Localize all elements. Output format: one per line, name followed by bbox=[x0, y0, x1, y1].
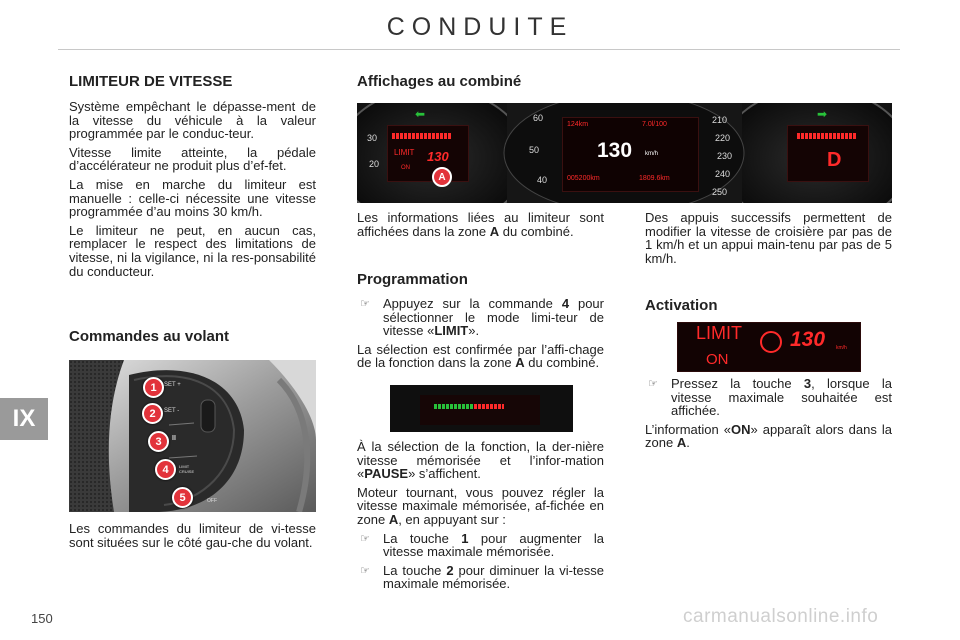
page-title: CONDUITE bbox=[386, 13, 574, 41]
display-on-label: ON bbox=[706, 351, 729, 368]
list-item: ☞ Appuyez sur la commande 4 pour sélecti… bbox=[360, 296, 604, 339]
page-number: 150 bbox=[31, 611, 53, 626]
programming-details: À la sélection de la fonction, la der-ni… bbox=[357, 439, 605, 592]
programming-text: ☞ Appuyez sur la commande 4 pour sélecti… bbox=[357, 296, 604, 371]
paragraph: Vitesse limite atteinte, la pédale d’acc… bbox=[69, 144, 316, 174]
center-speed-unit: km/h bbox=[645, 151, 659, 157]
green-level-bar bbox=[434, 404, 474, 409]
center-display bbox=[562, 117, 699, 192]
paragraph: La mise en marche du limiteur est manuel… bbox=[69, 176, 316, 220]
marker-3: 3 bbox=[148, 431, 169, 452]
trip-meter: 1809.6km bbox=[639, 175, 670, 182]
speed-tick: 210 bbox=[712, 115, 728, 125]
activation-text: ☞ Pressez la touche 3, lorsque la vitess… bbox=[645, 376, 893, 451]
pointing-finger-icon: ☞ bbox=[648, 377, 658, 390]
limit-on-display-image: LIMIT ON 130 km/h bbox=[677, 322, 861, 372]
section-heading-programming: Programmation bbox=[357, 271, 468, 288]
set-minus-label: SET - bbox=[164, 408, 180, 414]
section-heading-dashboard: Affichages au combiné bbox=[357, 73, 522, 90]
dashboard-info-paragraph: Les informations liées au limiteur sont … bbox=[357, 210, 604, 239]
speed-tick: 220 bbox=[715, 133, 731, 143]
speed-tick: 250 bbox=[712, 187, 728, 197]
odometer: 005200km bbox=[567, 175, 600, 182]
display-limit-label: LIMIT bbox=[696, 323, 743, 343]
pointing-finger-icon: ☞ bbox=[360, 531, 370, 545]
header-divider bbox=[58, 49, 900, 50]
display-unit: km/h bbox=[836, 345, 847, 351]
instrument-cluster-image: ⬅ LIMIT 130 ON A 20 30 60 50 40 124km 7.… bbox=[357, 103, 892, 203]
temp-bar bbox=[797, 133, 857, 139]
trip-range: 124km bbox=[567, 121, 589, 128]
paragraph: Système empêchant le dépasse-ment de la … bbox=[69, 99, 316, 142]
chapter-tab: IX bbox=[0, 398, 48, 440]
marker-4: 4 bbox=[155, 459, 176, 480]
zone-a-marker: A bbox=[432, 167, 452, 187]
pause-label: II bbox=[172, 435, 176, 442]
steering-wheel-image: SET + SET - II LIMIT CRUISE OFF 1 2 3 4 … bbox=[69, 360, 316, 512]
list-item: ☞ Pressez la touche 3, lorsque la vitess… bbox=[648, 376, 893, 419]
display-screen bbox=[420, 395, 540, 425]
limit-speed: 130 bbox=[427, 149, 449, 164]
marker-2: 2 bbox=[142, 403, 163, 424]
fuel-consumption: 7.0l/100 bbox=[642, 121, 667, 128]
display-speed: 130 bbox=[790, 328, 826, 351]
paragraph: Le limiteur ne peut, en aucun cas, rempl… bbox=[69, 222, 316, 279]
tach-tick: 30 bbox=[367, 133, 378, 143]
fuel-bar bbox=[392, 133, 452, 139]
marker-5: 5 bbox=[172, 487, 193, 508]
marker-1: 1 bbox=[143, 377, 164, 398]
speed-tick: 240 bbox=[715, 169, 731, 179]
right-arrow-icon: ➡ bbox=[817, 107, 828, 121]
pointing-finger-icon: ☞ bbox=[360, 563, 370, 577]
tach-tick: 20 bbox=[369, 159, 380, 169]
left-arrow-icon: ⬅ bbox=[415, 107, 426, 121]
speedometer-icon bbox=[760, 331, 782, 353]
on-indicator: ON bbox=[401, 165, 410, 171]
speedo-tick: 60 bbox=[533, 113, 544, 123]
speedo-tick: 50 bbox=[529, 145, 540, 155]
speed-tick: 230 bbox=[717, 151, 733, 161]
list-item: ☞ La touche 2 pour diminuer la vi-tesse … bbox=[360, 562, 604, 592]
speedo-tick: 40 bbox=[537, 175, 548, 185]
step-adjust-paragraph: Des appuis successifs permettent de modi… bbox=[645, 210, 892, 266]
center-speed: 130 bbox=[597, 139, 633, 162]
section-heading-wheel-controls: Commandes au volant bbox=[69, 328, 230, 345]
off-label: OFF bbox=[207, 498, 217, 504]
speed-limiter-intro: Système empêchant le dépasse-ment de la … bbox=[69, 100, 316, 283]
section-heading-activation: Activation bbox=[645, 297, 718, 314]
section-heading-speed-limiter: LIMITEUR DE VITESSE bbox=[69, 73, 233, 90]
limit-cruise-label: LIMIT CRUISE bbox=[179, 464, 195, 474]
watermark: carmanualsonline.info bbox=[683, 606, 879, 627]
wheel-controls-caption: Les commandes du limiteur de vi-tesse so… bbox=[69, 521, 316, 550]
limit-indicator: LIMIT bbox=[394, 148, 415, 157]
list-item: ☞ La touche 1 pour augmenter la vitesse … bbox=[360, 530, 605, 560]
red-level-bar bbox=[474, 404, 504, 409]
limit-pause-display-image bbox=[390, 385, 573, 432]
pointing-finger-icon: ☞ bbox=[360, 297, 370, 310]
gear-indicator: D bbox=[827, 149, 842, 171]
set-plus-label: SET + bbox=[164, 382, 181, 388]
